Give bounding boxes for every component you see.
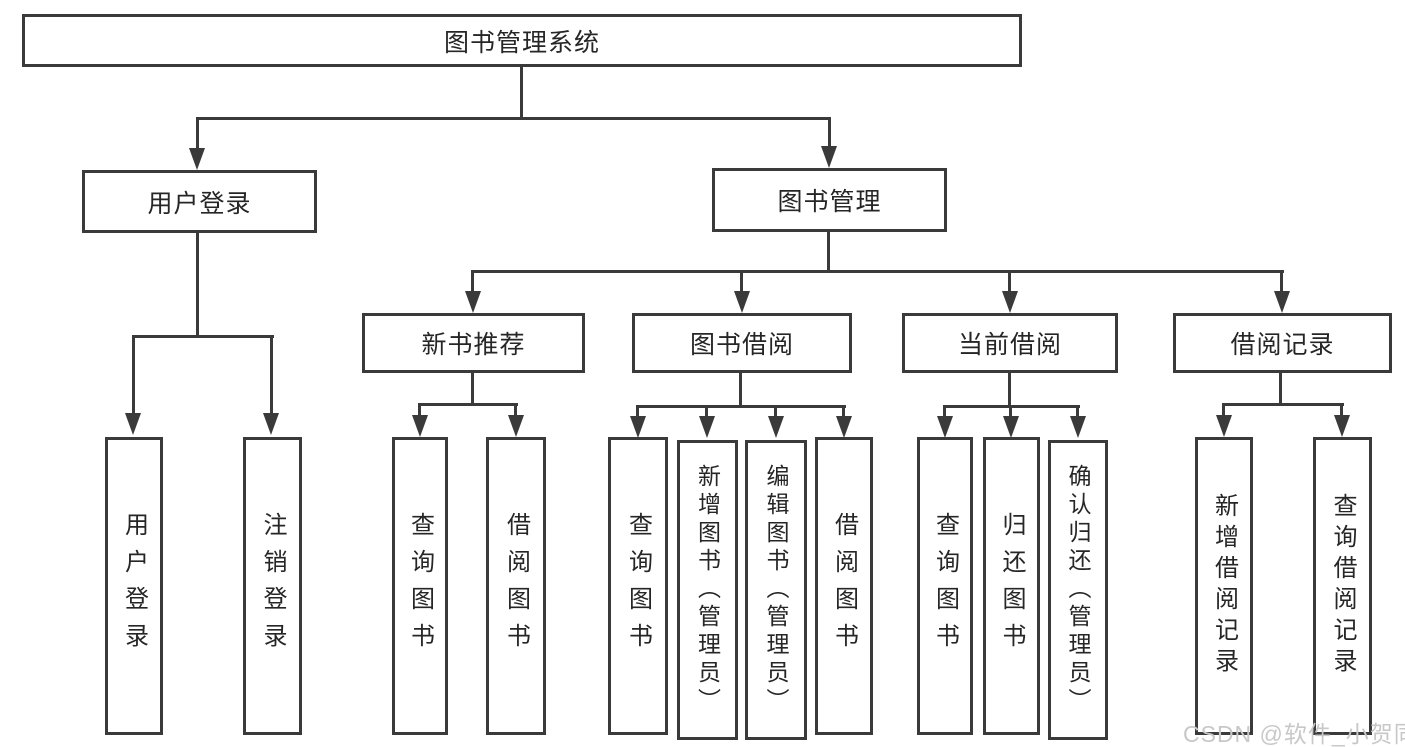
arrow-down-icon <box>768 416 784 438</box>
connector-line <box>636 405 846 408</box>
leaf-return-books: 归还图书 <box>983 437 1040 735</box>
connector-line <box>1340 403 1343 417</box>
connector-line <box>471 270 474 293</box>
arrow-down-icon <box>630 416 646 438</box>
leaf-logout: 注销登录 <box>243 437 302 735</box>
connector-line <box>827 232 830 273</box>
connector-line <box>520 67 523 120</box>
arrow-down-icon <box>699 416 715 438</box>
arrow-down-icon <box>263 413 279 435</box>
arrow-down-icon <box>1216 415 1232 437</box>
leaf-borrow-books-2: 借阅图书 <box>815 437 873 735</box>
arrow-down-icon <box>412 415 428 437</box>
connector-line <box>1009 405 1012 418</box>
connector-line <box>842 405 845 418</box>
connector-line <box>1008 373 1011 408</box>
connector-line <box>636 405 639 418</box>
leaf-confirm-return-admin: 确认归还（管理员） <box>1048 440 1108 740</box>
leaf-borrow-books-1: 借阅图书 <box>486 437 546 735</box>
arrow-down-icon <box>465 291 481 313</box>
leaf-user-login: 用户登录 <box>105 437 163 735</box>
leaf-query-books-1: 查询图书 <box>392 437 448 735</box>
connector-line <box>196 117 199 150</box>
arrow-down-icon <box>508 415 524 437</box>
leaf-add-borrow-record: 新增借阅记录 <box>1195 437 1253 735</box>
connector-line <box>774 405 777 418</box>
node-book-management: 图书管理 <box>712 168 947 232</box>
connector-line <box>132 335 135 415</box>
connector-line <box>739 373 742 408</box>
connector-line <box>471 373 474 406</box>
connector-line <box>132 335 274 338</box>
connector-line <box>471 270 1284 273</box>
connector-line <box>418 403 518 406</box>
arrow-down-icon <box>821 146 837 168</box>
node-root-library-system: 图书管理系统 <box>22 14 1022 67</box>
connector-line <box>1280 270 1283 293</box>
csdn-watermark: CSDN @软件_小贺同学 <box>1183 721 1405 747</box>
connector-line <box>514 403 517 417</box>
connector-line <box>1076 405 1079 418</box>
arrow-down-icon <box>189 148 205 170</box>
connector-line <box>196 233 199 337</box>
leaf-edit-books-admin: 编辑图书（管理员） <box>745 440 807 740</box>
arrow-down-icon <box>125 413 141 435</box>
leaf-add-books-admin: 新增图书（管理员） <box>677 440 738 740</box>
leaf-query-books-3: 查询图书 <box>917 437 973 735</box>
arrow-down-icon <box>1002 291 1018 313</box>
connector-line <box>740 270 743 293</box>
connector-line <box>705 405 708 418</box>
connector-line <box>1222 403 1344 406</box>
arrow-down-icon <box>1274 291 1290 313</box>
connector-line <box>418 403 421 417</box>
arrow-down-icon <box>937 416 953 438</box>
node-user-login: 用户登录 <box>82 170 317 233</box>
connector-line <box>943 405 946 418</box>
arrow-down-icon <box>1334 415 1350 437</box>
node-borrowing-records: 借阅记录 <box>1173 313 1392 373</box>
connector-line <box>1008 270 1011 293</box>
connector-line <box>1222 403 1225 417</box>
leaf-query-borrow-record: 查询借阅记录 <box>1313 437 1372 735</box>
arrow-down-icon <box>1070 416 1086 438</box>
arrow-down-icon <box>1003 416 1019 438</box>
arrow-down-icon <box>734 291 750 313</box>
node-new-book-recommend: 新书推荐 <box>362 313 585 373</box>
connector-line <box>270 335 273 415</box>
leaf-query-books-2: 查询图书 <box>608 437 668 735</box>
connector-line <box>1279 373 1282 406</box>
node-current-borrowing: 当前借阅 <box>902 313 1118 373</box>
connector-line <box>197 117 831 120</box>
connector-line <box>828 117 831 148</box>
arrow-down-icon <box>836 416 852 438</box>
node-book-borrowing: 图书借阅 <box>632 313 852 373</box>
